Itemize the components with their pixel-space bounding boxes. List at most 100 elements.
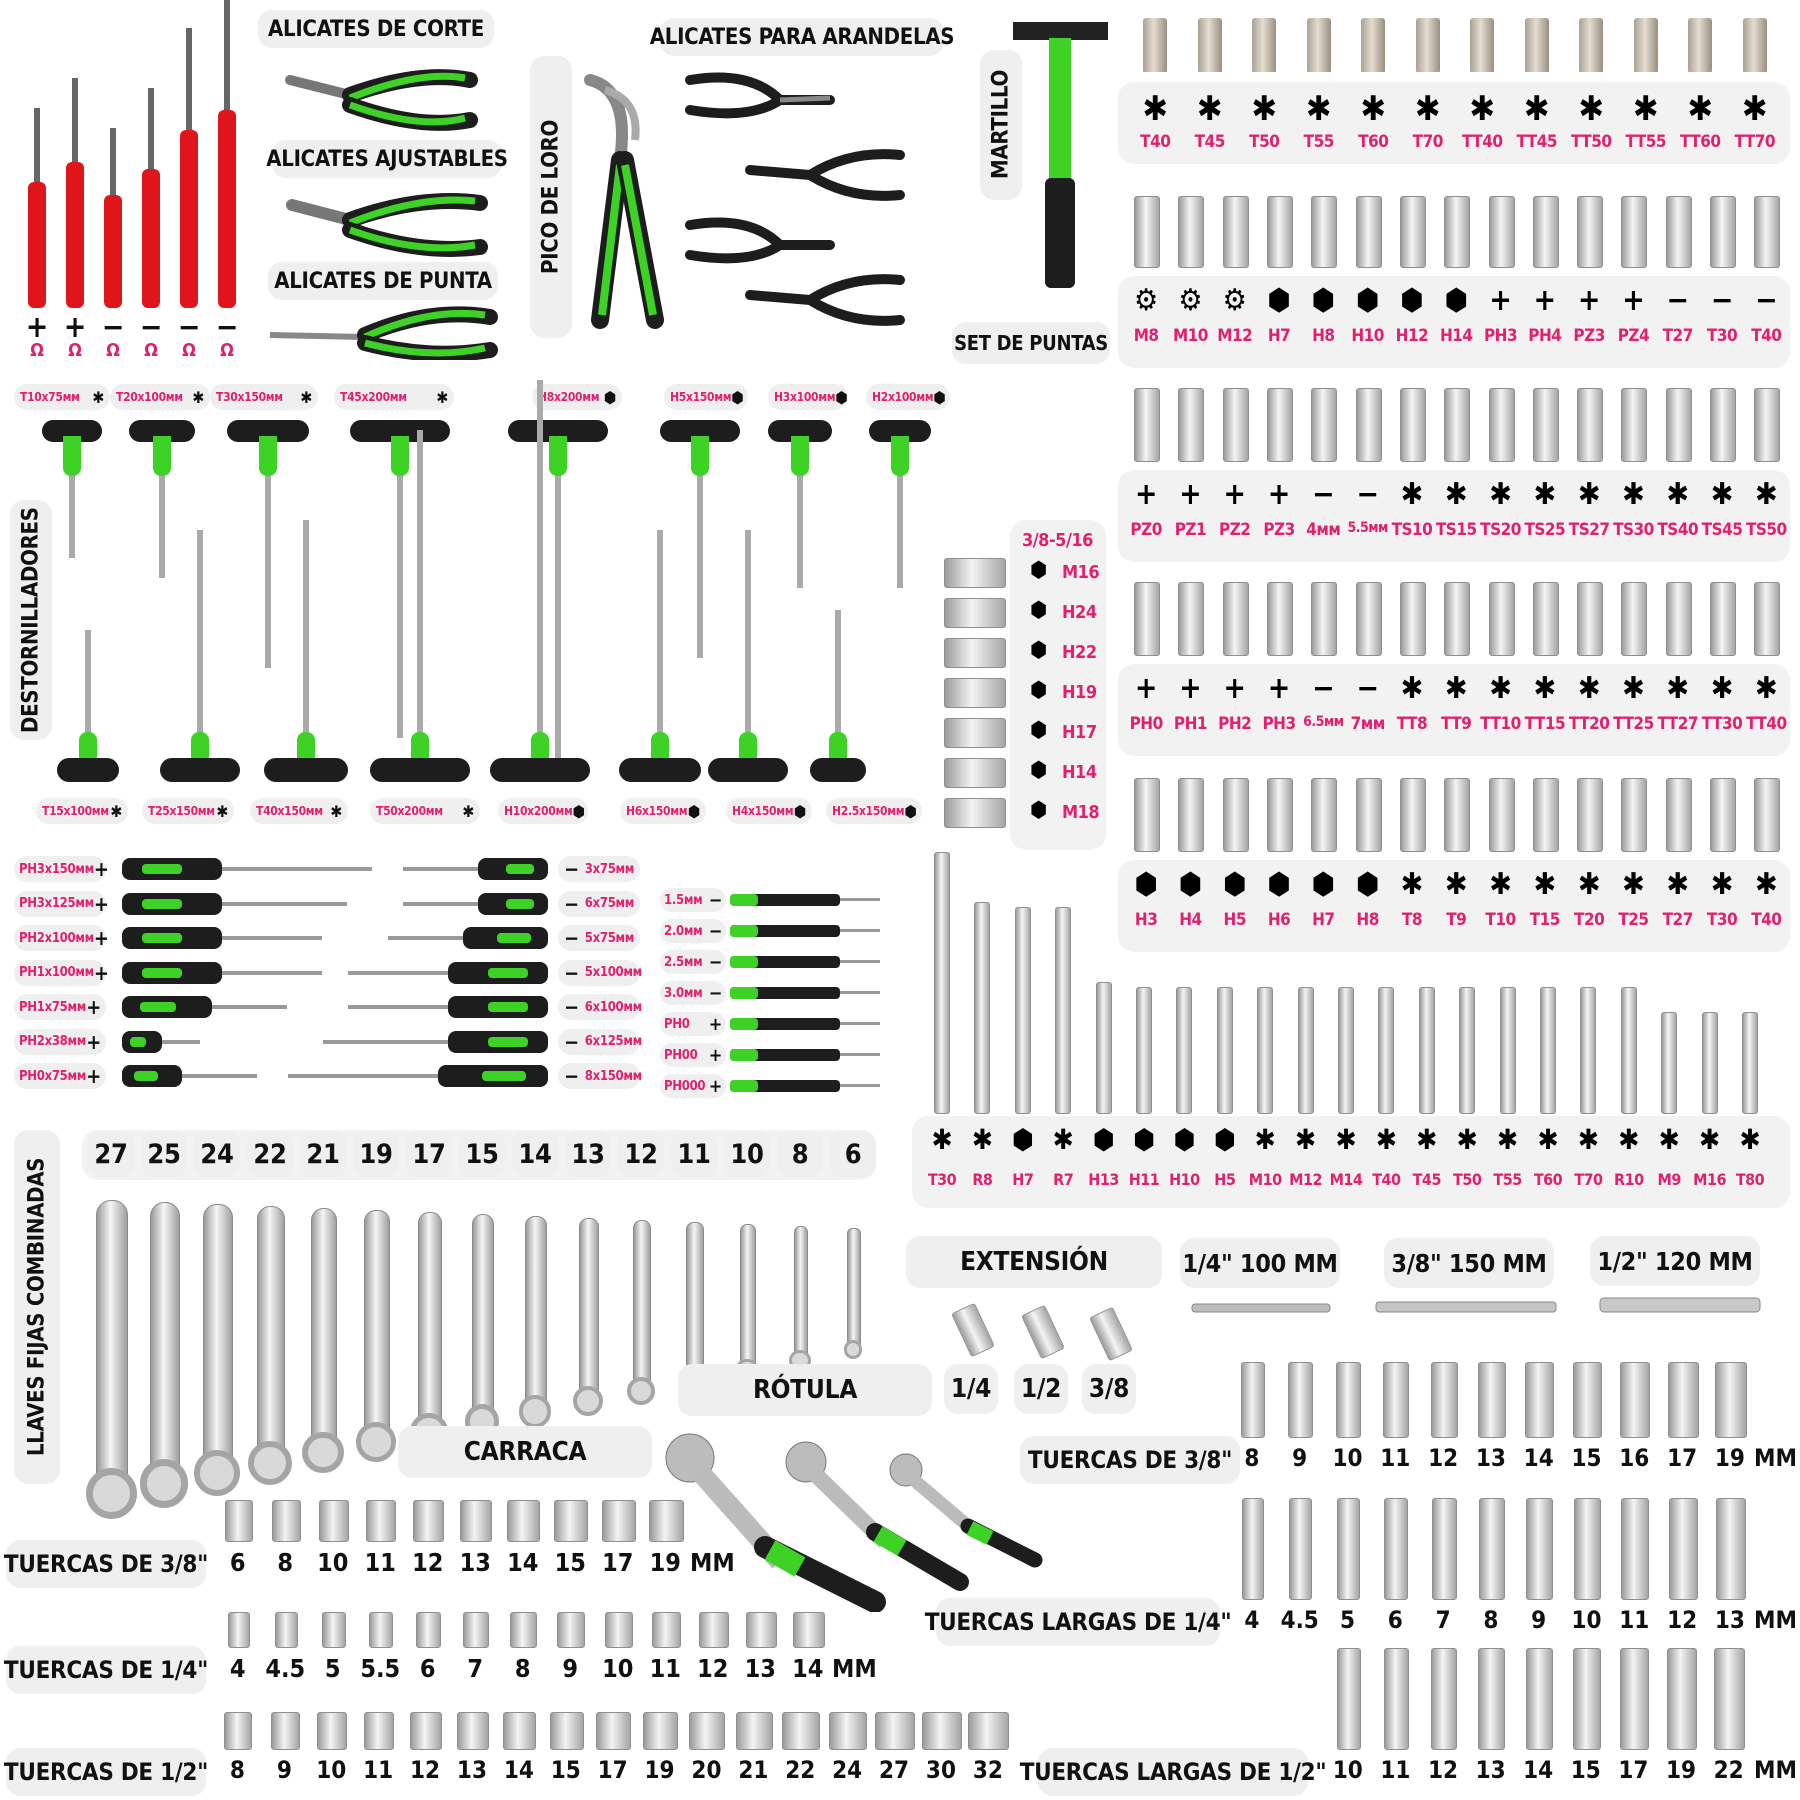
- insulated-screwdriver-icon: [186, 28, 192, 130]
- bit-label: TS10: [1391, 520, 1433, 540]
- screwdriver-size: 5x100мм: [584, 965, 642, 980]
- bit-symbol: +: [1267, 671, 1291, 706]
- bit-symbol: +: [1489, 283, 1512, 318]
- rotula-size: 1/4: [944, 1364, 998, 1414]
- bit-label: T8: [1401, 910, 1423, 930]
- socket-icon: [1384, 1498, 1409, 1600]
- insulated-symbol: −: [177, 310, 201, 345]
- tkey-size: H6x150мм: [626, 804, 688, 818]
- bit-label: T40: [1751, 910, 1782, 930]
- bit-icon: [1361, 18, 1386, 72]
- bit-symbol: −: [1666, 283, 1690, 318]
- socket-size: 8: [277, 1548, 294, 1577]
- bit-label: T45: [1194, 132, 1226, 152]
- adjustable-pliers-icon: [286, 193, 488, 257]
- bit-icon: [1665, 778, 1692, 852]
- socket-icon: [596, 1712, 631, 1750]
- flat-screwdriver-label: −6x75мм: [558, 890, 640, 917]
- socket-size: 4: [229, 1654, 246, 1683]
- bit-label: 4мм: [1306, 520, 1341, 540]
- bit-icon: [1134, 582, 1161, 656]
- socket-size: 12: [412, 1548, 444, 1577]
- insulated-symbol: −: [215, 310, 239, 345]
- tkey-grip: [791, 436, 809, 476]
- title-alicates-punta: ALICATES DE PUNTA: [268, 262, 498, 300]
- socket-icon: [735, 1712, 773, 1750]
- screwdriver-size: PH2x100мм: [19, 930, 94, 946]
- bit-symbol: +: [1223, 477, 1247, 512]
- bit-symbol: ✱: [971, 1123, 993, 1156]
- wrench-ring: [247, 1440, 293, 1485]
- tkey-size: H3x100мм: [774, 390, 836, 404]
- bit-icon: [1355, 196, 1382, 268]
- tkey-size: H5x150мм: [670, 390, 732, 404]
- insulated-symbol: −: [101, 310, 125, 345]
- combination-wrench-icon: [418, 1212, 442, 1446]
- screwdriver-size: 1.5мм: [664, 892, 703, 908]
- title-llaves-fijas: LLAVES FIJAS COMBINADAS: [14, 1130, 60, 1484]
- wrench-size-label: 19: [353, 1130, 399, 1178]
- title-destornilladores: DESTORNILLADORES: [10, 500, 52, 740]
- bit-label: T40: [1751, 326, 1782, 346]
- socket-icon: [1431, 1498, 1457, 1600]
- tkey-type-icon: ⬢: [835, 387, 848, 407]
- tkey-size: H2.5x150мм: [832, 804, 905, 818]
- bit-icon: [1577, 388, 1604, 462]
- panel-bit-row5: [1118, 860, 1790, 952]
- wrench-size-label: 24: [194, 1130, 240, 1178]
- extension-1-2: 1/2" 120 MM: [1590, 1236, 1760, 1286]
- tkey-grip: [549, 436, 567, 476]
- tkey-handle-icon: [42, 420, 102, 442]
- bit-label: TS40: [1657, 520, 1699, 540]
- tkey-type-icon: ✱: [436, 387, 448, 407]
- bit-symbol: +: [1577, 283, 1601, 318]
- ratchets-graphic: [665, 1433, 1043, 1612]
- tkey-handle-icon: [129, 420, 195, 442]
- bit-label: TT40: [1746, 714, 1787, 734]
- flat-screwdriver-label: −6x125мм: [558, 1028, 642, 1055]
- bit-icon: [1488, 196, 1515, 268]
- insulated-symbol: +: [63, 310, 87, 345]
- tkey-grip: [259, 436, 277, 476]
- socket-icon: [321, 1612, 346, 1648]
- tkey-size: T45x200мм: [340, 390, 407, 404]
- bit-symbol: ✱: [1142, 89, 1169, 129]
- socket-icon: [1714, 1648, 1745, 1750]
- bit-label: PZ2: [1219, 520, 1251, 540]
- socket-size: 9: [562, 1654, 579, 1683]
- tkey-size: T50x200мм: [376, 804, 443, 818]
- title-set-puntas: SET DE PUNTAS: [952, 322, 1110, 364]
- bit-label: T45: [1412, 1170, 1442, 1189]
- screwdriver-shaft: [840, 1084, 880, 1087]
- tkey-handle-icon: [708, 758, 788, 782]
- bit-symbol: ✱: [1400, 671, 1424, 706]
- insulated-handle: [28, 181, 46, 308]
- socket-icon: [689, 1712, 726, 1750]
- socket-icon: [1620, 1362, 1651, 1438]
- bit-label: TT70: [1734, 132, 1776, 152]
- bit-icon: [1399, 388, 1426, 462]
- socket-size: 12: [1667, 1606, 1698, 1634]
- screwdriver-size: PH0x75мм: [19, 1068, 87, 1084]
- bit-label: T30: [1706, 326, 1738, 346]
- socket-size: 11: [649, 1654, 681, 1683]
- bit-icon: [1754, 196, 1781, 268]
- bit-icon: [1355, 582, 1382, 656]
- bit-symbol: ✱: [1360, 89, 1387, 129]
- bit-label: 5.5мм: [1347, 520, 1388, 536]
- bit-symbol: ✱: [1489, 477, 1512, 512]
- bit-icon: [1399, 778, 1426, 852]
- tkey-grip: [739, 732, 757, 762]
- socket-size: 8: [1244, 1444, 1260, 1472]
- bit-label: H7: [1312, 910, 1335, 930]
- screwdriver-size: 6x100мм: [584, 999, 642, 1015]
- tkey-shaft: [197, 530, 203, 760]
- parrot-pliers-icon: [584, 74, 664, 329]
- bit-symbol: ✱: [1400, 477, 1424, 512]
- flat-icon: −: [564, 857, 579, 881]
- bit-symbol: ✱: [1755, 867, 1778, 902]
- flat-icon: −: [564, 995, 579, 1019]
- bit-symbol: +: [1533, 283, 1557, 318]
- bit-icon: [1577, 778, 1604, 852]
- bit-icon: [1532, 778, 1559, 852]
